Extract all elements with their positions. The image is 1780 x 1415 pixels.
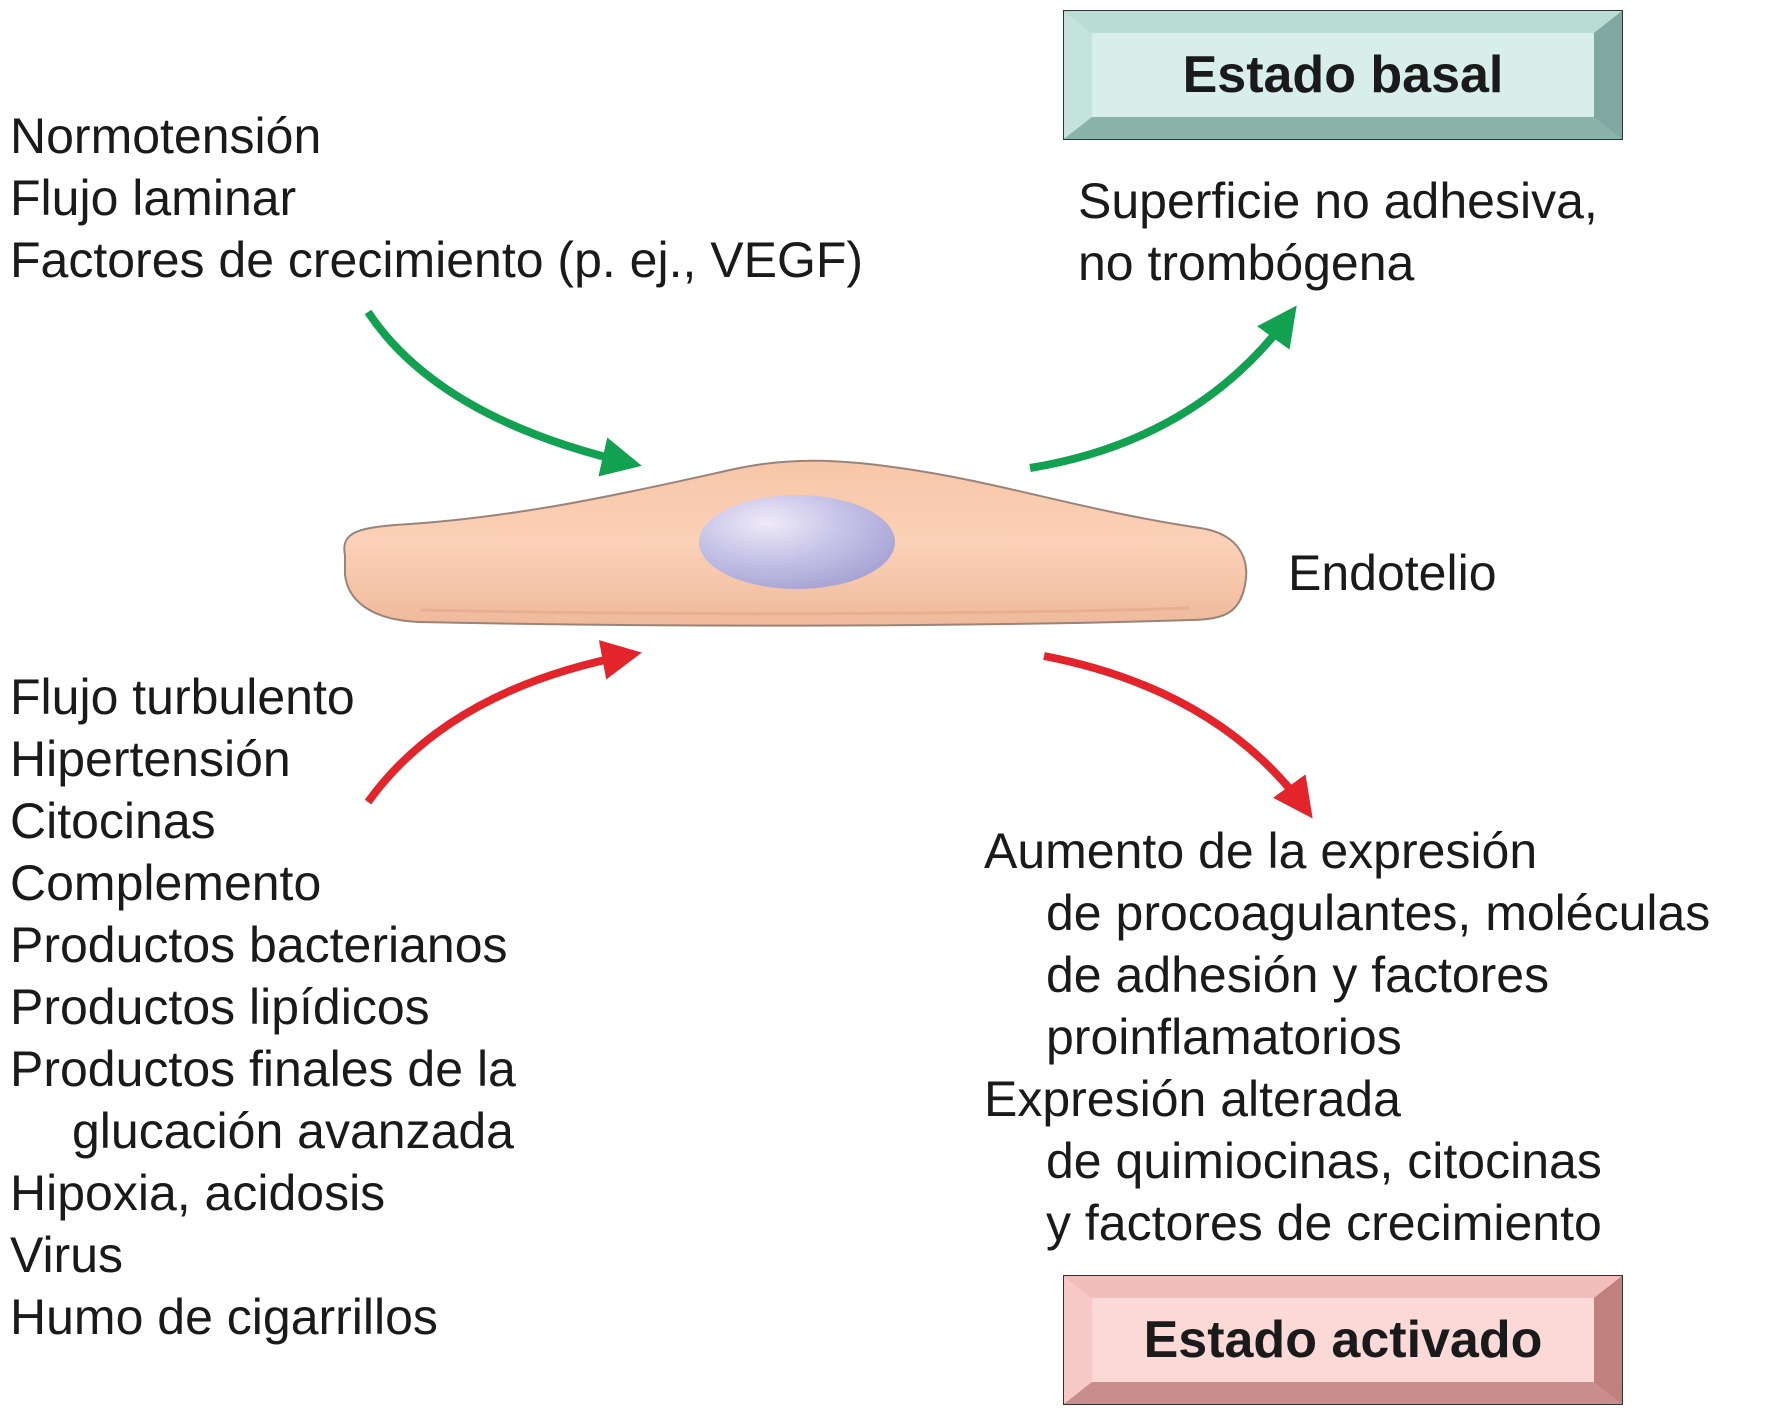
- activated-effect: de quimiocinas, citocinas: [1046, 1133, 1602, 1189]
- activating-stimulus: glucación avanzada: [72, 1103, 514, 1159]
- activated-state-box-graphic: [1063, 1275, 1623, 1405]
- activated-effect: Expresión alterada: [984, 1071, 1401, 1127]
- activated-effect: y factores de crecimiento: [1046, 1195, 1602, 1251]
- basal-stimuli-list: Normotensión Flujo laminar Factores de c…: [10, 105, 863, 291]
- activating-stimulus: Hipertensión: [10, 731, 291, 787]
- activating-stimulus: Citocinas: [10, 793, 216, 849]
- basal-stimulus: Normotensión: [10, 108, 322, 164]
- activating-stimulus: Complemento: [10, 855, 322, 911]
- arrow-stimuli-to-activated-cell: [364, 640, 642, 805]
- basal-description-line: no trombógena: [1078, 235, 1415, 291]
- basal-state-description: Superficie no adhesiva, no trombógena: [1078, 170, 1598, 294]
- endothelium-label: Endotelio: [1288, 545, 1497, 601]
- basal-state-title: Estado basal: [1182, 46, 1504, 104]
- activating-stimulus: Productos finales de la: [10, 1041, 516, 1097]
- arrow-cell-to-activated-state: [1043, 652, 1313, 819]
- activated-effects-list: Aumento de la expresión de procoagulante…: [984, 820, 1710, 1254]
- activated-effect: Aumento de la expresión: [984, 823, 1538, 879]
- activating-stimulus: Virus: [10, 1227, 124, 1283]
- basal-description-line: Superficie no adhesiva,: [1078, 173, 1598, 229]
- arrow-stimuli-to-basal-cell: [364, 309, 642, 477]
- basal-stimulus: Flujo laminar: [10, 170, 297, 226]
- basal-state-box-graphic: [1063, 10, 1623, 140]
- activating-stimulus: Humo de cigarrillos: [10, 1289, 438, 1345]
- endothelial-cell: [343, 459, 1248, 627]
- activating-stimulus: Flujo turbulento: [10, 669, 355, 725]
- activated-effect: de adhesión y factores: [1046, 947, 1550, 1003]
- activating-stimuli-list: Flujo turbulento Hipertensión Citocinas …: [10, 666, 516, 1348]
- activated-effect: proinflamatorios: [1046, 1009, 1402, 1065]
- activating-stimulus: Productos bacterianos: [10, 917, 508, 973]
- activating-stimulus: Hipoxia, acidosis: [10, 1165, 386, 1221]
- basal-stimulus: Factores de crecimiento (p. ej., VEGF): [10, 232, 864, 288]
- nucleus: [699, 495, 895, 589]
- arrow-cell-to-basal-state: [1029, 305, 1297, 472]
- activated-state-title: Estado activado: [1143, 1311, 1543, 1369]
- activated-state-box: Estado activado: [1064, 1276, 1622, 1404]
- activating-stimulus: Productos lipídicos: [10, 979, 430, 1035]
- basal-state-box: Estado basal: [1064, 11, 1622, 139]
- activated-effect: de procoagulantes, moléculas: [1046, 885, 1711, 941]
